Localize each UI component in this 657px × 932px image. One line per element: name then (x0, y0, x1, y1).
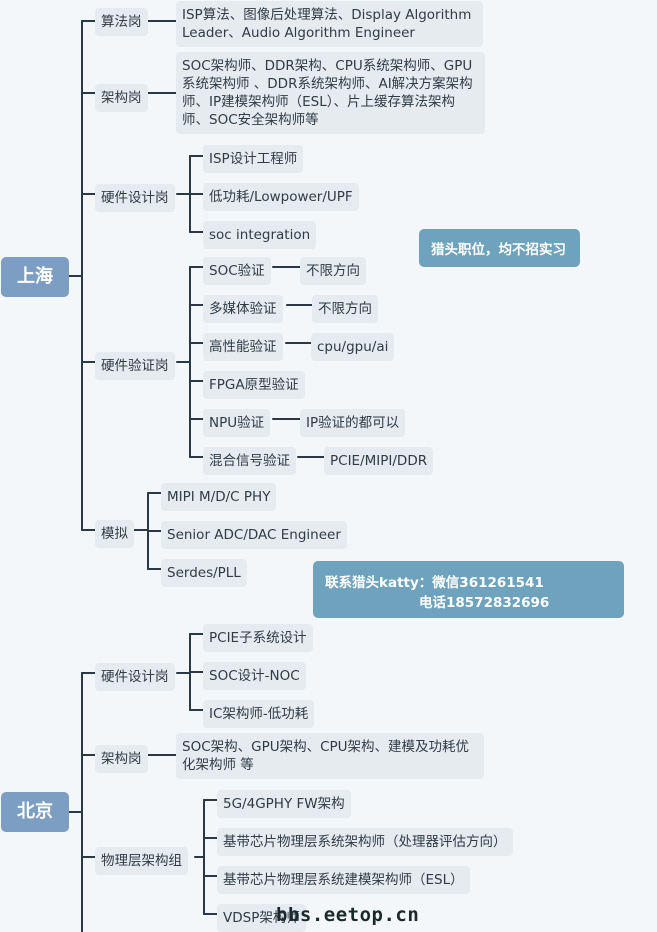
headhunter-note-text: 猎头职位，均不招实习 (431, 242, 566, 258)
contact-note: 联系猎头katty：微信361261541 电话18572832696 (313, 561, 624, 618)
shanghai-verif-item-3-detail: cpu/gpu/ai (311, 333, 395, 361)
shanghai-analog-item-2: Senior ADC/DAC Engineer (161, 521, 347, 549)
site-watermark: bbs.eetop.cn (276, 904, 420, 926)
contact-phone: 电话18572832696 (419, 595, 550, 611)
shanghai-verif-item-1-detail: 不限方向 (300, 257, 366, 285)
beijing-hw-design-item-3: IC架构师-低功耗 (203, 700, 315, 728)
shanghai-verif-item-4: FPGA原型验证 (203, 371, 305, 399)
shanghai-verif-item-2: 多媒体验证 (203, 295, 283, 323)
shanghai-analog-item-3: Serdes/PLL (161, 559, 247, 587)
beijing-hw-design-item-1: PCIE子系统设计 (203, 624, 313, 652)
shanghai-hw-design-item-1: ISP设计工程师 (203, 145, 304, 173)
shanghai-hw-verification-node: 硬件验证岗 (95, 352, 175, 380)
beijing-phy-item-3: 基带芯片物理层系统建模架构师（ESL） (217, 866, 470, 894)
shanghai-verif-item-2-detail: 不限方向 (312, 295, 378, 323)
shanghai-verif-item-6: 混合信号验证 (203, 447, 296, 475)
shanghai-verif-item-5: NPU验证 (203, 409, 271, 437)
beijing-phy-item-2: 基带芯片物理层系统架构师（处理器评估方向） (217, 828, 513, 856)
shanghai-verif-item-1: SOC验证 (203, 257, 271, 285)
beijing-hw-design-item-2: SOC设计-NOC (203, 662, 306, 690)
shanghai-architecture-node: 架构岗 (95, 84, 148, 112)
beijing-architecture-node: 架构岗 (95, 745, 148, 773)
shanghai-root-node: 上海 (1, 257, 69, 297)
beijing-phy-arch-node: 物理层架构组 (95, 847, 188, 875)
shanghai-analog-item-1: MIPI M/D/C PHY (161, 483, 277, 511)
shanghai-hw-design-item-2: 低功耗/Lowpower/UPF (203, 183, 359, 211)
shanghai-algorithm-detail: ISP算法、图像后处理算法、Display Algorithm Leader、A… (176, 1, 483, 47)
shanghai-architecture-detail: SOC架构师、DDR架构、CPU系统架构师、GPU系统架构师 、DDR系统架构师… (176, 52, 485, 134)
shanghai-verif-item-6-detail: PCIE/MIPI/DDR (324, 447, 434, 475)
shanghai-verif-item-5-detail: IP验证的都可以 (300, 409, 406, 437)
shanghai-verif-item-3: 高性能验证 (203, 333, 283, 361)
shanghai-algorithm-node: 算法岗 (95, 8, 148, 36)
beijing-phy-item-4: VDSP架构师 (217, 904, 306, 932)
beijing-architecture-detail: SOC架构、GPU架构、CPU架构、建模及功耗优化架构师 等 (176, 733, 484, 779)
shanghai-analog-node: 模拟 (95, 520, 134, 548)
shanghai-hw-design-item-3: soc integration (203, 221, 317, 249)
beijing-phy-item-1: 5G/4GPHY FW架构 (217, 790, 351, 818)
shanghai-hw-design-node: 硬件设计岗 (95, 184, 175, 212)
beijing-root-node: 北京 (1, 792, 69, 832)
contact-wechat: 联系猎头katty：微信361261541 (325, 575, 544, 591)
headhunter-note: 猎头职位，均不招实习 (419, 229, 580, 267)
beijing-hw-design-node: 硬件设计岗 (95, 663, 175, 691)
